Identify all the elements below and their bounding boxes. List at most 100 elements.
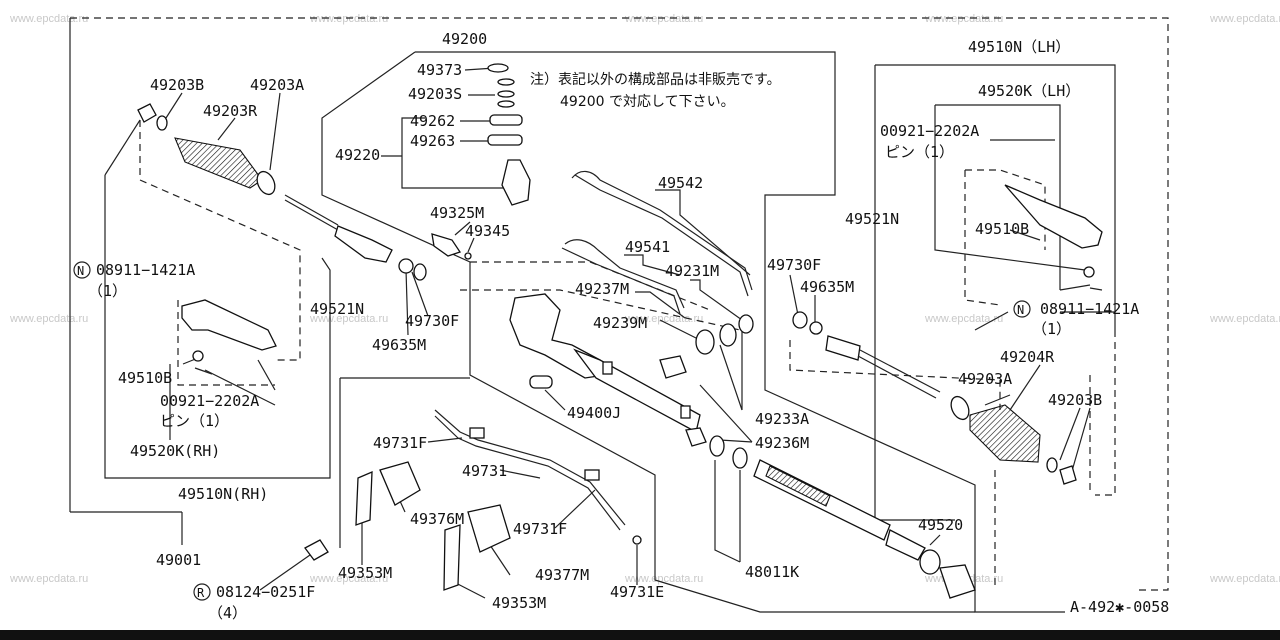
clamp-49731f-b (584, 469, 600, 481)
label-49353m-b: 49353M (492, 594, 546, 612)
label-00921-rh: 00921−2202A (160, 392, 259, 410)
castle-nut-49510b-rh (192, 350, 204, 362)
label-48011k: 48011K (745, 563, 799, 581)
label-49239m: 49239M (593, 314, 647, 332)
oil-seal-49233a (738, 314, 754, 334)
rh-tie-rod-parts (137, 103, 427, 375)
label-49731: 49731 (462, 462, 507, 480)
tie-rod-end-49520k-rh (181, 299, 277, 351)
label-08911-lh-qty: （1） (1032, 320, 1071, 338)
label-49200: 49200 (442, 30, 487, 48)
watermark: www.epcdata.ru (624, 13, 703, 25)
ring-b (732, 447, 748, 469)
bushing-49377m (467, 504, 511, 553)
leader-lines (165, 67, 1115, 599)
pipe-49541 (564, 239, 685, 309)
sensor-49325m (431, 233, 462, 257)
label-pin-rh: ピン（1） (160, 412, 229, 430)
clip-ring-rh (156, 115, 168, 131)
label-49325m: 49325M (430, 204, 484, 222)
cylinder-end-49236m (685, 427, 707, 447)
label-49400j: 49400J (567, 404, 621, 422)
label-49635m-lh: 49635M (800, 278, 854, 296)
ring-a (709, 435, 725, 457)
label-49203a-lh: 49203A (958, 370, 1012, 388)
label-49510n-rh: 49510N(RH) (178, 485, 268, 503)
watermark: www.epcdata.ru (1209, 13, 1280, 25)
r-marker-letter: R (197, 586, 205, 600)
clamp-49731f-a (469, 427, 485, 439)
note-line-1: 注）表記以外の構成部品は非販売です。 (530, 71, 781, 88)
n-marker-lh-letter: N (1017, 303, 1024, 317)
r-marker: R (193, 583, 211, 601)
seal-49231m (719, 323, 737, 347)
label-49237m: 49237M (575, 280, 629, 298)
label-49510b-lh: 49510B (975, 220, 1029, 238)
label-49510b-rh: 49510B (118, 369, 172, 387)
tie-rod-threaded (284, 194, 339, 226)
seal-49373 (487, 63, 509, 73)
washer-49635m-lh (809, 321, 823, 335)
tie-rod-end-49520k-lh (1004, 184, 1103, 249)
label-49542: 49542 (658, 174, 703, 192)
label-49377m: 49377M (535, 566, 589, 584)
label-49262: 49262 (410, 112, 455, 130)
watermark: www.epcdata.ru (624, 313, 703, 325)
watermark: www.epcdata.ru (924, 13, 1003, 25)
bottom-edge-bar (0, 630, 1280, 640)
castle-nut-49510b-lh (1083, 266, 1095, 278)
n-marker-lh: N (1013, 300, 1031, 318)
bracket-49353m-a (355, 470, 373, 526)
label-08124-qty: （4） (208, 604, 247, 622)
watermark: www.epcdata.ru (1209, 573, 1280, 585)
plug-49239m (659, 355, 687, 379)
label-08911-rh: 08911−1421A (96, 261, 195, 279)
o-ring-49345 (464, 252, 472, 260)
label-49731f-a: 49731F (373, 434, 427, 452)
label-08124: 08124−0251F (216, 583, 315, 601)
lock-nut-49203b-rh (137, 103, 157, 123)
label-49521n-rh: 49521N (310, 300, 364, 318)
seal-49237m (695, 329, 715, 355)
bracket-49353m-b (443, 524, 461, 591)
pipe-49542 (571, 170, 753, 291)
rack-housing-parts (431, 63, 976, 599)
label-49231m: 49231M (665, 262, 719, 280)
mount-49400j (529, 375, 553, 389)
washer-49635m-rh (398, 258, 414, 274)
label-49204r: 49204R (1000, 348, 1055, 366)
label-49541: 49541 (625, 238, 670, 256)
label-49353m-a: 49353M (338, 564, 392, 582)
snap-ring-49203s (497, 90, 515, 98)
cotter-pin-lh (1089, 287, 1103, 291)
label-49635m-rh: 49635M (372, 336, 426, 354)
inner-tie-rod-49521n-rh (334, 225, 393, 263)
lock-nut-49203b-lh (1059, 465, 1077, 485)
bearing-49262 (489, 114, 523, 126)
label-00921-lh: 00921−2202A (880, 122, 979, 140)
watermark: www.epcdata.ru (309, 313, 388, 325)
label-49510n-lh: 49510N（LH） (968, 38, 1070, 56)
seal-49520 (919, 549, 941, 575)
boot-band-49203a-lh (950, 395, 970, 421)
label-49203s: 49203S (408, 85, 462, 103)
label-49001: 49001 (156, 551, 201, 569)
label-49520: 49520 (918, 516, 963, 534)
dust-boot-49203r (174, 137, 263, 189)
hydraulic-pipes (434, 170, 753, 545)
label-pin-lh: ピン（1） (885, 143, 954, 161)
assembly-boundary-lines (69, 17, 1169, 613)
center-plug (602, 361, 613, 375)
label-49345: 49345 (465, 222, 510, 240)
watermark: www.epcdata.ru (9, 573, 88, 585)
label-49203a-rh: 49203A (250, 76, 304, 94)
label-49220: 49220 (335, 146, 380, 164)
japanese-note: 注）表記以外の構成部品は非販売です。 49200 で対応して下さい。 (530, 71, 781, 110)
label-49731f-b: 49731F (513, 520, 567, 538)
watermark: www.epcdata.ru (9, 13, 88, 25)
label-49373: 49373 (417, 61, 462, 79)
watermark: www.epcdata.ru (624, 573, 703, 585)
boot-band-49203a-rh (256, 170, 276, 196)
dust-boot-49204r (969, 404, 1041, 463)
